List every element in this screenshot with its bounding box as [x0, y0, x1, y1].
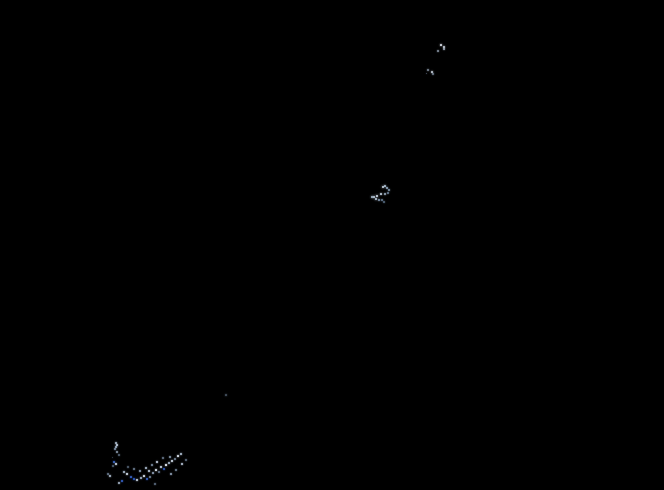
light-point — [140, 477, 142, 479]
light-point — [181, 463, 183, 465]
light-point — [388, 189, 390, 191]
light-point — [149, 476, 151, 478]
light-point — [133, 468, 135, 470]
light-point — [375, 198, 377, 200]
light-point — [383, 201, 385, 203]
light-point — [380, 193, 382, 195]
light-point — [371, 196, 373, 198]
light-point — [151, 464, 153, 466]
light-point — [177, 455, 179, 457]
light-point — [113, 461, 115, 463]
light-point — [225, 394, 227, 396]
light-point — [115, 463, 117, 465]
light-point — [384, 193, 386, 195]
light-point — [133, 478, 135, 480]
light-point — [158, 471, 160, 473]
light-point — [440, 44, 442, 46]
light-point — [107, 473, 109, 475]
light-point — [121, 480, 123, 482]
light-point — [425, 72, 427, 74]
light-point — [126, 473, 128, 475]
light-point — [118, 454, 120, 456]
light-point — [148, 470, 150, 472]
light-point — [114, 448, 116, 450]
light-point — [115, 442, 117, 444]
light-point — [437, 50, 439, 52]
light-point — [109, 475, 111, 477]
light-point — [386, 187, 388, 189]
light-point — [152, 472, 154, 474]
light-point — [165, 464, 167, 466]
light-point — [163, 468, 165, 470]
light-point — [130, 476, 132, 478]
light-point — [143, 475, 145, 477]
light-point — [123, 471, 125, 473]
light-point — [431, 71, 433, 73]
light-point — [443, 48, 445, 50]
light-point — [127, 466, 129, 468]
light-point — [180, 453, 182, 455]
light-point — [139, 470, 141, 472]
light-point — [381, 199, 383, 201]
light-point — [174, 458, 176, 460]
light-point — [115, 446, 117, 448]
light-point — [116, 444, 118, 446]
light-point — [118, 482, 120, 484]
light-point — [373, 196, 375, 198]
light-point — [156, 461, 158, 463]
light-point — [145, 467, 147, 469]
light-point — [111, 456, 113, 458]
light-point — [171, 460, 173, 462]
light-point — [384, 185, 386, 187]
light-point — [427, 69, 429, 71]
light-point — [378, 199, 380, 201]
light-point — [154, 483, 156, 485]
light-point — [170, 473, 172, 475]
light-point — [160, 466, 162, 468]
light-point — [432, 73, 434, 75]
light-point — [146, 478, 148, 480]
light-point — [185, 459, 187, 461]
light-point — [175, 469, 177, 471]
light-point — [162, 457, 164, 459]
light-point — [387, 192, 389, 194]
light-point — [155, 469, 157, 471]
light-point — [168, 462, 170, 464]
light-point — [443, 46, 445, 48]
light-point — [112, 465, 114, 467]
light-point — [116, 451, 118, 453]
light-point — [382, 186, 384, 188]
light-point — [375, 194, 379, 198]
light-point — [169, 456, 171, 458]
light-point — [136, 479, 138, 481]
